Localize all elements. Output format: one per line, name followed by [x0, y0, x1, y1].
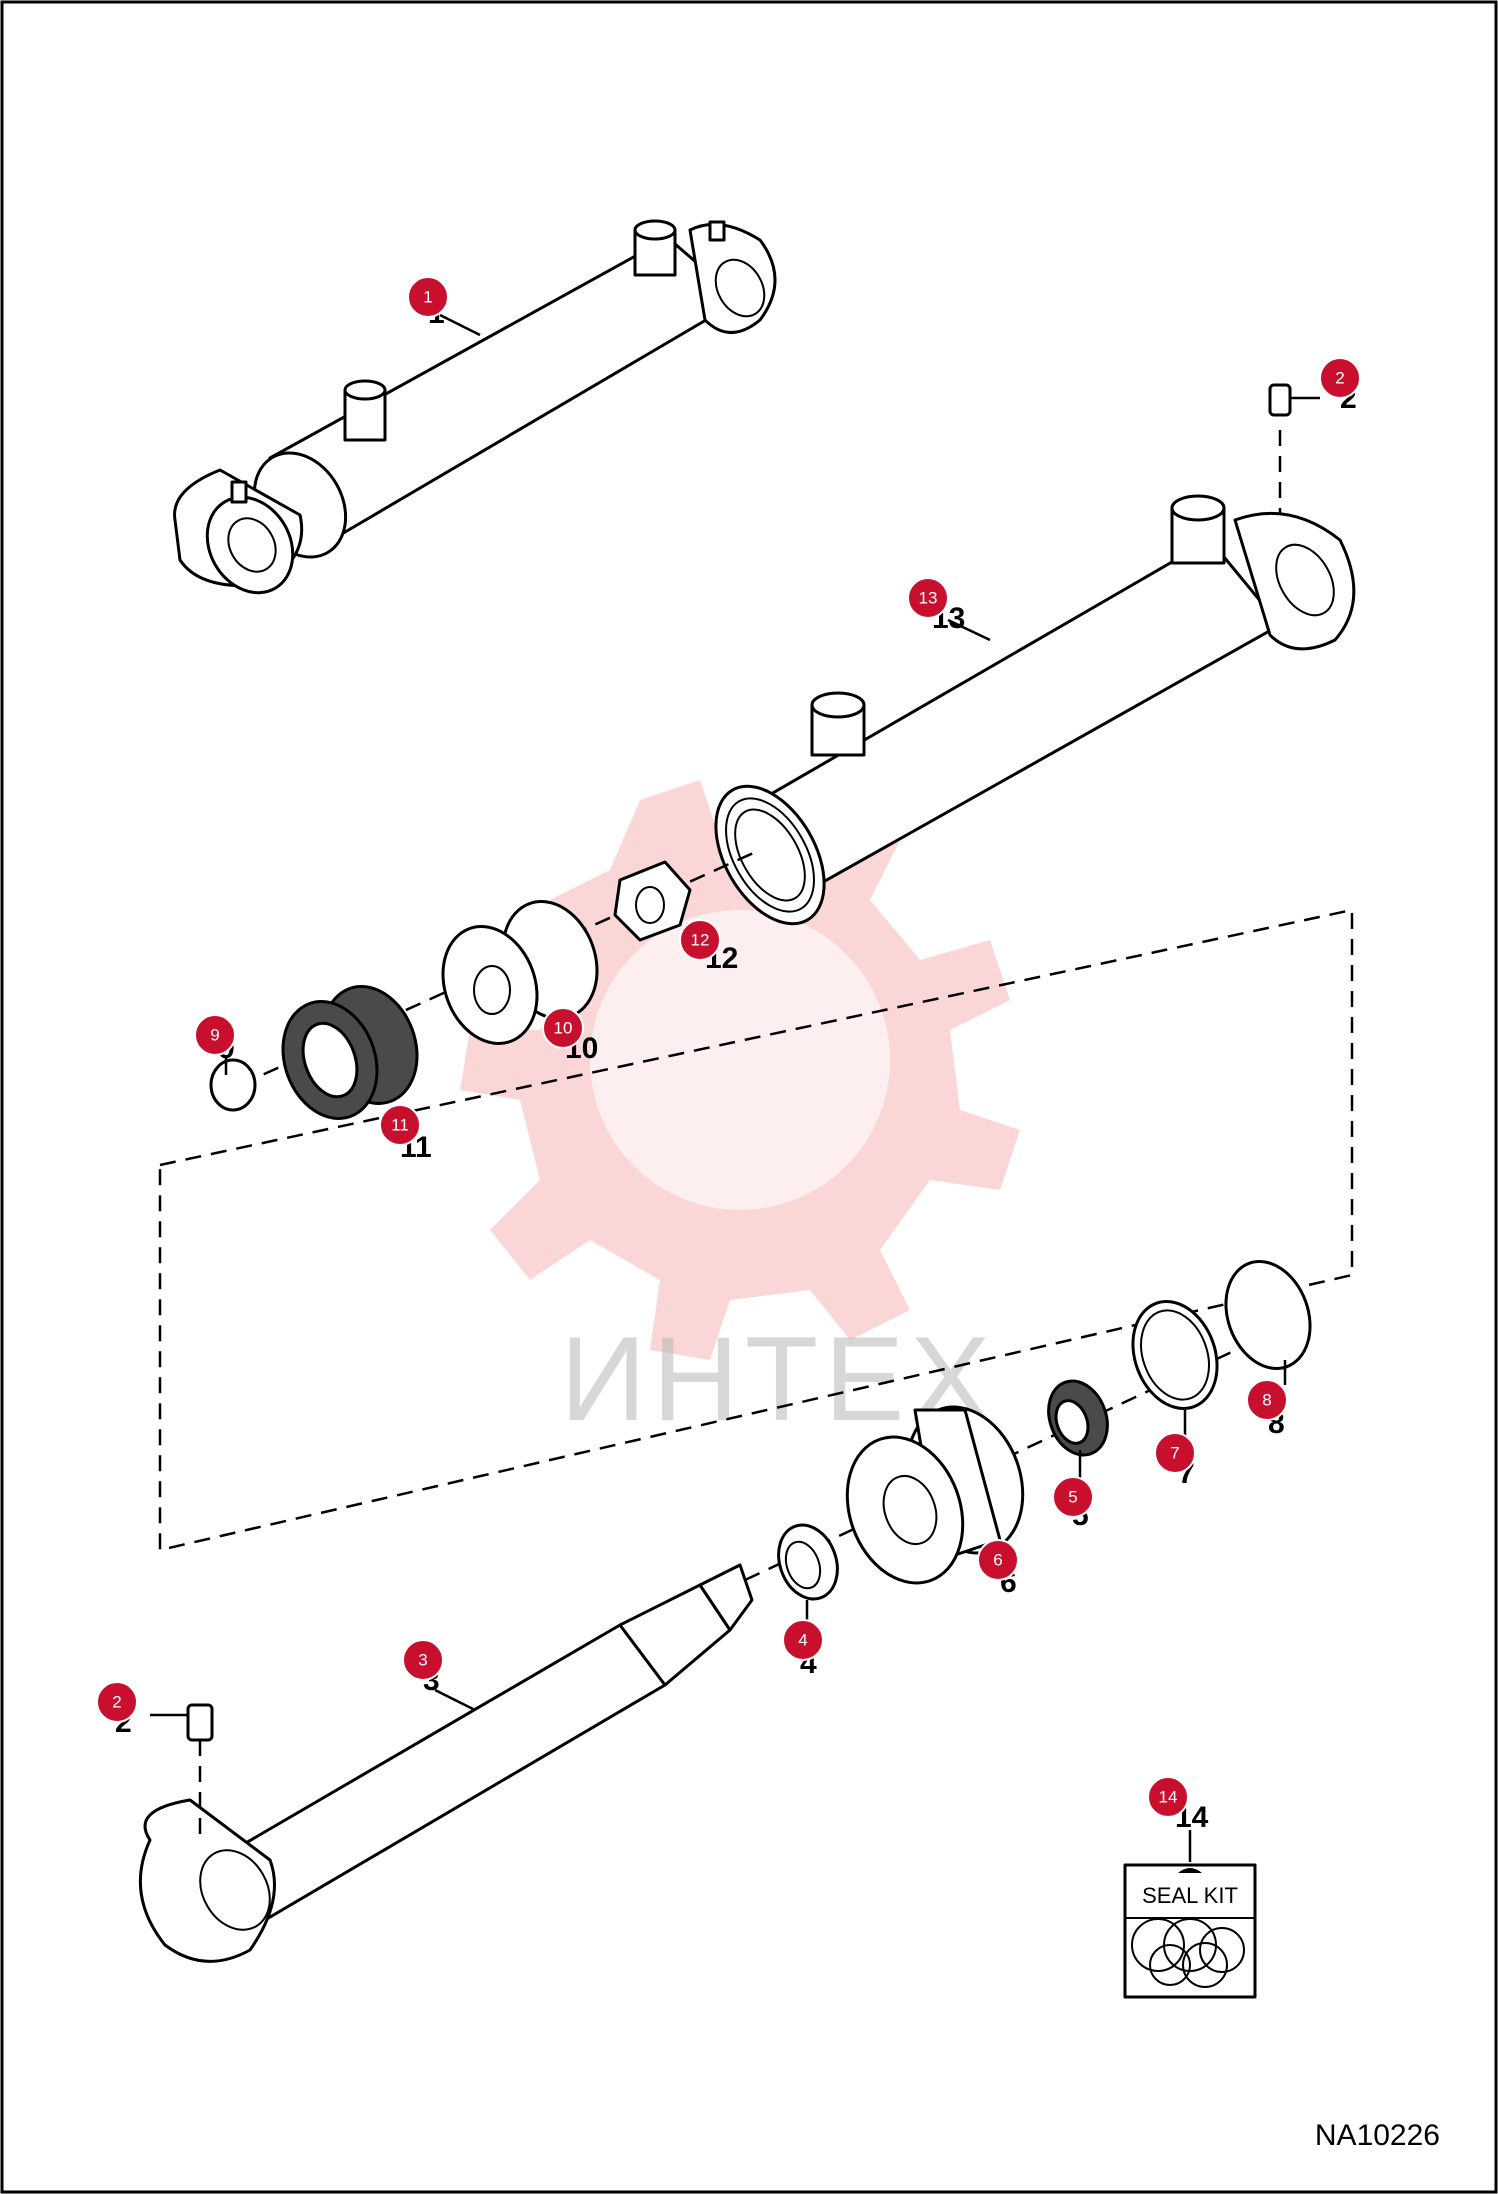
- part-11-piston-seal: [281, 985, 419, 1120]
- callout-badge-2-top[interactable]: 2: [1319, 357, 1361, 399]
- callout-badge-9[interactable]: 9: [194, 1014, 236, 1056]
- watermark-logo: ИНТЕХ: [460, 780, 1020, 1446]
- svg-text:3: 3: [418, 1651, 427, 1670]
- callout-badge-6[interactable]: 6: [977, 1539, 1019, 1581]
- callout-badge-7[interactable]: 7: [1154, 1432, 1196, 1474]
- part-10-piston: [441, 900, 599, 1045]
- part-14-seal-kit: SEAL KIT: [1123, 1830, 1257, 1999]
- callout-badge-3[interactable]: 3: [402, 1639, 444, 1681]
- callout-badge-8[interactable]: 8: [1246, 1379, 1288, 1421]
- part-7-backup-ring: [1131, 1300, 1219, 1410]
- callout-badge-11[interactable]: 11: [379, 1104, 421, 1146]
- callout-badge-13[interactable]: 13: [907, 577, 949, 619]
- svg-text:10: 10: [554, 1019, 573, 1038]
- callout-badge-4[interactable]: 4: [782, 1619, 824, 1661]
- svg-text:12: 12: [691, 931, 710, 950]
- part-4-wiper-seal: [777, 1523, 839, 1601]
- part-6-gland: [845, 1405, 1025, 1585]
- svg-text:7: 7: [1170, 1444, 1179, 1463]
- part-13-barrel: [714, 383, 1356, 926]
- callout-badge-1[interactable]: 1: [407, 276, 449, 318]
- part-12-nut: [613, 860, 692, 942]
- svg-text:9: 9: [210, 1026, 219, 1045]
- svg-text:2: 2: [112, 1693, 121, 1712]
- callout-badge-10[interactable]: 10: [542, 1007, 584, 1049]
- svg-text:13: 13: [919, 589, 938, 608]
- svg-text:14: 14: [1159, 1788, 1178, 1807]
- seal-kit-label: SEAL KIT: [1142, 1883, 1238, 1908]
- part-8-o-ring: [1224, 1260, 1312, 1370]
- svg-text:5: 5: [1068, 1488, 1077, 1507]
- callout-badge-12[interactable]: 12: [679, 919, 721, 961]
- svg-text:11: 11: [391, 1116, 409, 1135]
- callout-badge-14[interactable]: 14: [1147, 1776, 1189, 1818]
- part-5-rod-seal: [1047, 1379, 1109, 1457]
- svg-text:4: 4: [798, 1631, 807, 1650]
- part-1-cylinder-assembly: [173, 219, 777, 595]
- svg-text:1: 1: [423, 288, 432, 307]
- figure-id: NA10226: [1315, 2119, 1440, 2152]
- assembly-path-dashed: [158, 908, 1354, 1552]
- svg-text:6: 6: [993, 1551, 1002, 1570]
- svg-text:8: 8: [1262, 1391, 1271, 1410]
- callout-badge-5[interactable]: 5: [1052, 1476, 1094, 1518]
- part-3-piston-rod: [138, 1563, 754, 1963]
- svg-text:2: 2: [1335, 369, 1344, 388]
- callout-badge-2-bottom[interactable]: 2: [96, 1681, 138, 1723]
- part-9-o-ring: [209, 1058, 257, 1112]
